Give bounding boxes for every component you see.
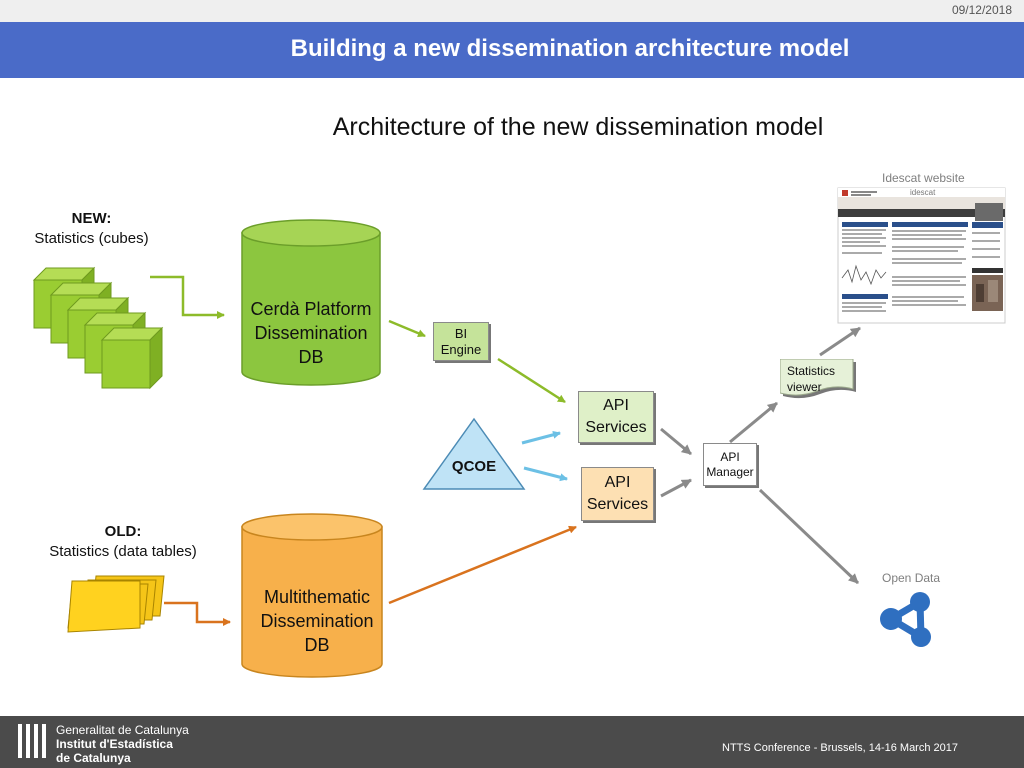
api-services-top-line-1: API [603,397,629,414]
api-manager-line-2: Manager [706,464,754,479]
bi-to-api-arrow [497,357,566,404]
generalitat-logo-icon [18,724,46,758]
api-services-top-line-2: Services [585,419,647,436]
cerda-db-label: Cerdà Platform Dissemination DB [238,297,384,369]
slide-date: 09/12/2018 [951,3,1012,17]
new-source-caption: Statistics (cubes) [34,230,149,247]
slide-title: Building a new dissemination architectur… [290,35,850,62]
diagram-subtitle: Architecture of the new dissemination mo… [332,113,824,141]
org-line-1: Generalitat de Catalunya [56,723,189,737]
website-screenshot-thumbnail [837,187,1006,324]
cubes-to-cerda-arrow [150,275,225,319]
qcoe-triangle [422,417,526,490]
conference-caption: NTTS Conference - Brussels, 14-16 March … [722,742,958,754]
api-services-bottom-line-1: API [604,474,631,491]
qcoe-to-api-bottom-arrow [523,466,568,482]
cerda-platform-db-cylinder [241,219,381,386]
multithematic-db-cylinder [241,513,383,678]
qcoe-label: QCOE [451,458,497,475]
org-name-block: Generalitat de Catalunya Institut d'Esta… [56,723,189,765]
website-logo-text: idescat [910,188,936,197]
cerda-db-line-1: Cerdà Platform [250,299,372,319]
tables-to-multi-arrow [164,601,231,626]
open-data-share-icon [880,592,931,647]
api-services-bottom-box: API Services [581,467,654,521]
api-services-top-box: API Services [578,391,654,443]
cerda-db-line-2: Dissemination [254,323,368,343]
viewer-to-website-arrow [819,326,861,357]
api-bottom-to-manager-arrow [660,478,692,498]
statistics-viewer-node: Statistics viewer [780,359,856,399]
cerda-db-line-3: DB [298,347,324,367]
old-source-heading: OLD: [104,523,142,540]
qcoe-to-api-top-arrow [521,430,561,445]
cerda-to-bi-arrow [388,319,426,338]
statistics-viewer-line-2: viewer [787,380,822,394]
statistics-viewer-document-shape [780,359,856,399]
statistics-viewer-line-1: Statistics [787,364,836,378]
footer-bar [0,716,1024,768]
multi-db-line-1: Multithematic [263,587,371,607]
multi-db-line-2: Dissemination [260,611,374,631]
multi-db-label: Multithematic Dissemination DB [244,585,390,657]
org-line-3: de Catalunya [56,751,131,765]
data-tables-stack-icon [67,575,165,633]
api-services-bottom-line-2: Services [586,496,649,513]
api-manager-box: API Manager [703,443,757,486]
manager-to-open-data-arrow [758,488,860,585]
cubes-stack-icon [32,266,164,390]
website-label: Idescat website [882,171,965,185]
bi-engine-line-2: Engine [440,341,482,357]
manager-to-viewer-arrow [729,401,778,444]
api-top-to-manager-arrow [660,427,692,456]
api-manager-line-1: API [720,449,740,464]
new-source-heading: NEW: [71,210,112,227]
multi-db-line-3: DB [304,635,330,655]
open-data-label: Open Data [882,571,941,585]
title-bar [0,22,1024,78]
old-source-caption: Statistics (data tables) [49,543,197,560]
org-line-2: Institut d'Estadística [56,737,173,751]
top-bar [0,0,1024,22]
bi-engine-box: BI Engine [433,322,489,361]
multi-to-api-arrow [388,525,577,605]
bi-engine-line-1: BI [454,325,468,341]
